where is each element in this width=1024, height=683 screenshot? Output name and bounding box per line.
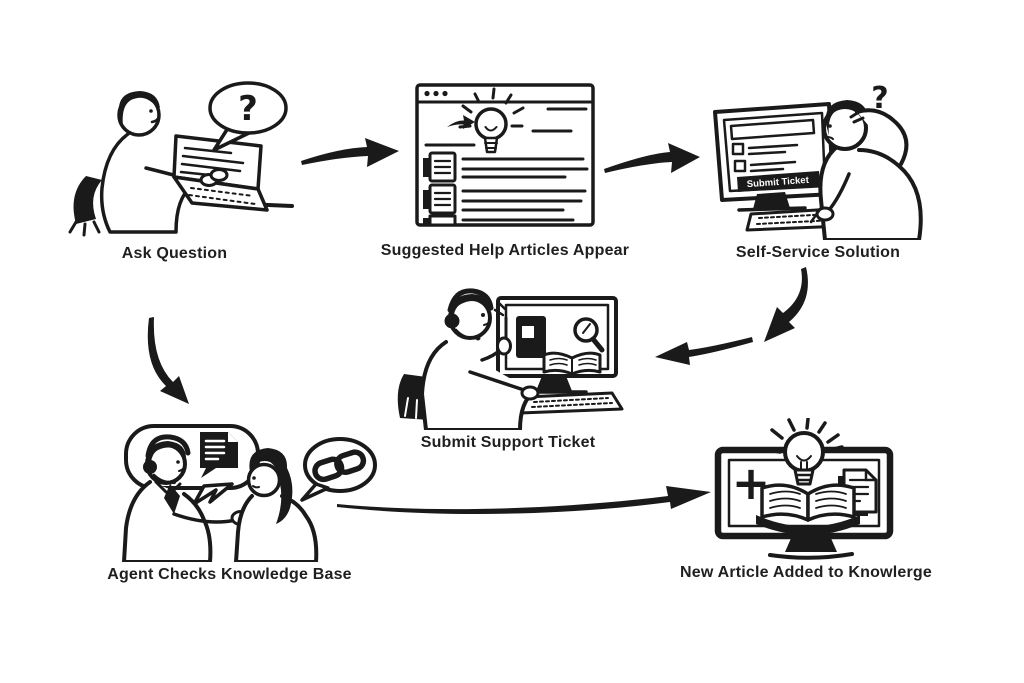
step-label-self-service: Self-Service Solution (735, 244, 901, 261)
step-ask-question: ? Ask Question (52, 76, 297, 263)
knowledge-book-icon (516, 316, 546, 358)
submit-ticket-button-graphic: Submit Ticket (737, 171, 820, 192)
step-submit-ticket: Submit Support Ticket (388, 280, 628, 452)
monitor-icon (496, 296, 618, 394)
monitor-icon: Submit Ticket (713, 102, 835, 212)
hands (199, 168, 229, 187)
step-label-submit-ticket: Submit Support Ticket (420, 434, 596, 451)
text-lines (424, 107, 587, 147)
step-agent-knowledge-base: Agent Checks Knowledge Base (92, 420, 377, 584)
person-typing (99, 91, 210, 234)
arrow-selfservice-down (764, 267, 808, 342)
laptop-icon (172, 134, 269, 212)
headset-icon (444, 288, 494, 341)
confused-user-monitor-icon: Submit Ticket (713, 81, 923, 240)
browser-help-articles-icon (414, 83, 595, 227)
article-list-item (422, 183, 586, 215)
article-list-item (422, 214, 574, 227)
lightbulb-icon (458, 87, 524, 154)
document-message-icon (200, 432, 238, 478)
link-speech-bubble (300, 437, 377, 502)
agent-customer-conversation-icon (122, 424, 377, 562)
step-label-suggested-articles: Suggested Help Articles Appear (380, 242, 630, 259)
customer-person (234, 448, 319, 562)
chain-link-icon (312, 449, 367, 483)
open-book-icon (542, 351, 602, 376)
submit-ticket-button-label: Submit Ticket (746, 175, 810, 190)
monitor-open-book-lightbulb-icon: + (714, 418, 894, 560)
support-agent (420, 288, 540, 430)
arrow-to-submit-ticket (655, 337, 753, 365)
magnifier-icon (573, 317, 605, 353)
confused-person (809, 100, 923, 240)
headset-icon (143, 434, 191, 485)
user-laptop-question-icon: ? (68, 81, 294, 237)
arrow-ask-to-agent (147, 317, 189, 404)
question-speech-bubble: ? (208, 81, 288, 152)
step-label-ask-question: Ask Question (121, 245, 228, 262)
support-agent-monitor-icon (397, 288, 624, 430)
step-label-new-article: New Article Added to Knowlerge (680, 564, 932, 581)
step-suggested-articles: Suggested Help Articles Appear (369, 82, 641, 260)
article-list-item (422, 151, 588, 183)
step-self-service: Submit Ticket (693, 78, 943, 262)
office-chair-icon (68, 176, 102, 237)
question-mark-glyph: ? (871, 81, 888, 116)
arrow-agent-to-article (337, 486, 711, 514)
question-mark-glyph: ? (238, 89, 258, 129)
step-label-agent-knowledge-base: Agent Checks Knowledge Base (107, 566, 352, 583)
open-book-icon (756, 483, 860, 535)
lightbulb-icon (766, 418, 844, 486)
step-new-article: + New Article Added to Knowlerge (670, 418, 942, 582)
